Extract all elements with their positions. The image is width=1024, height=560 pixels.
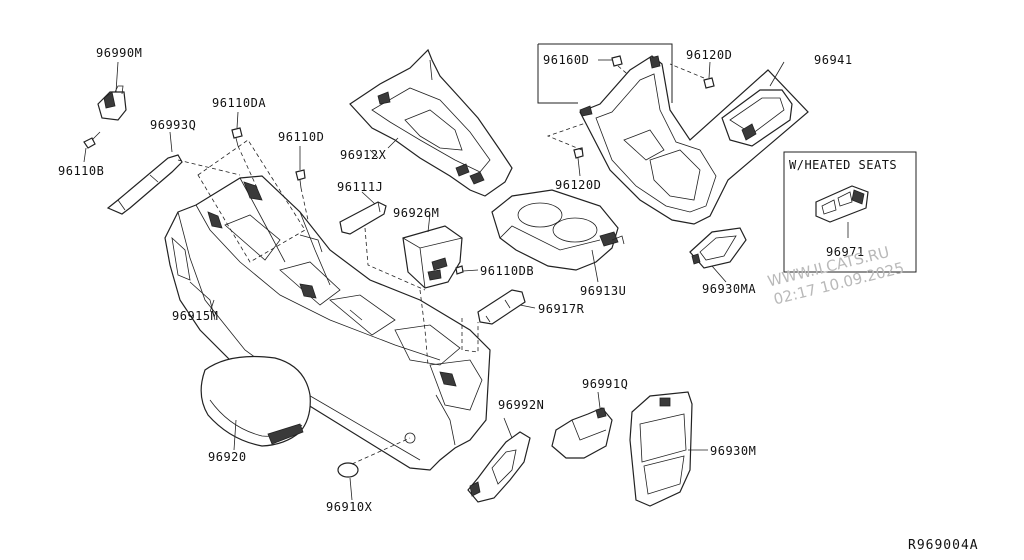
label-96917r: 96917R — [538, 302, 585, 316]
screw-96120d-top — [669, 61, 715, 89]
label-96926m: 96926M — [393, 206, 440, 220]
label-96912x: 96912X — [340, 148, 387, 162]
cup-holder-96926m — [402, 213, 463, 366]
label-96993q: 96993Q — [150, 118, 197, 132]
label-96930ma: 96930MA — [702, 282, 757, 296]
label-96111j: 96111J — [337, 180, 384, 194]
tray-96930ma — [689, 227, 747, 283]
diagram-reference: R969004A — [908, 538, 979, 553]
bracket-96993q — [106, 154, 241, 215]
screw-96110d — [295, 146, 309, 221]
heated-seats-inset — [783, 151, 917, 273]
label-96110b: 96110B — [58, 164, 105, 178]
label-96971: 96971 — [826, 245, 865, 259]
finisher-96992n — [467, 417, 531, 503]
switch-96941 — [721, 61, 793, 147]
label-96110da: 96110DA — [212, 96, 267, 110]
armrest-lid-96920 — [200, 355, 311, 447]
label-96920: 96920 — [208, 450, 247, 464]
clip-96990m — [97, 61, 127, 121]
label-96990m: 96990M — [96, 46, 143, 60]
panel-96930m — [629, 391, 708, 507]
label-96120d-mid: 96120D — [555, 178, 602, 192]
label-96160d: 96160D — [543, 53, 590, 67]
console-body-96915m — [164, 175, 491, 471]
label-96915m: 96915M — [172, 309, 219, 323]
finisher-96912x — [349, 48, 513, 197]
screw-96110da — [231, 111, 259, 191]
label-96992n: 96992N — [498, 398, 545, 412]
label-96110d: 96110D — [278, 130, 325, 144]
plug-96910x — [337, 437, 411, 478]
inset-title: W/HEATED SEATS — [789, 158, 898, 172]
screw-96110b — [83, 131, 101, 163]
bracket-96917r — [461, 289, 536, 353]
bracket-96991q — [551, 391, 613, 459]
label-96910x: 96910X — [326, 500, 373, 514]
screw-96110db — [455, 265, 479, 275]
finisher-96913u — [491, 189, 625, 283]
fastener-group-box — [537, 43, 673, 104]
label-96941: 96941 — [814, 53, 853, 67]
label-96991q: 96991Q — [582, 377, 629, 391]
screw-96120d-mid — [546, 117, 601, 177]
leader-lines — [169, 131, 379, 501]
finisher-panel-96941 — [579, 55, 809, 225]
label-96913u: 96913U — [580, 284, 627, 298]
label-96930m: 96930M — [710, 444, 757, 458]
label-96120d-top: 96120D — [686, 48, 733, 62]
label-96110db: 96110DB — [480, 264, 535, 278]
bracket-96111j — [339, 191, 426, 291]
